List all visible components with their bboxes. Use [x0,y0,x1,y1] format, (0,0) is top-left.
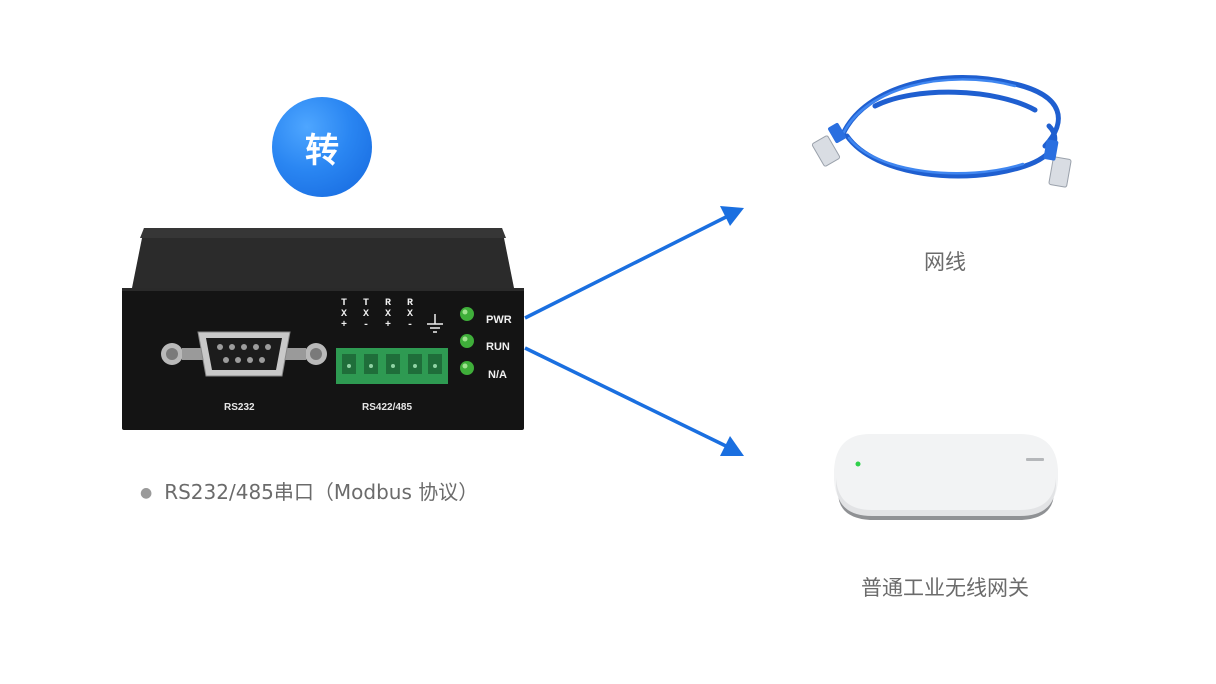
protocol-bullet-text: RS232/485串口（Modbus 协议） [164,480,478,504]
wireless-gateway-image [830,430,1062,526]
bullet-dot-icon: ● [140,485,152,501]
cable-caption: 网线 [900,246,990,276]
gateway-caption: 普通工业无线网关 [820,572,1070,602]
protocol-bullet: ● RS232/485串口（Modbus 协议） [140,476,478,505]
arrow-to-gateway [525,348,728,447]
arrow-head-cable [720,206,744,226]
arrow-to-cable [525,216,728,318]
network-cable-image [805,66,1095,196]
